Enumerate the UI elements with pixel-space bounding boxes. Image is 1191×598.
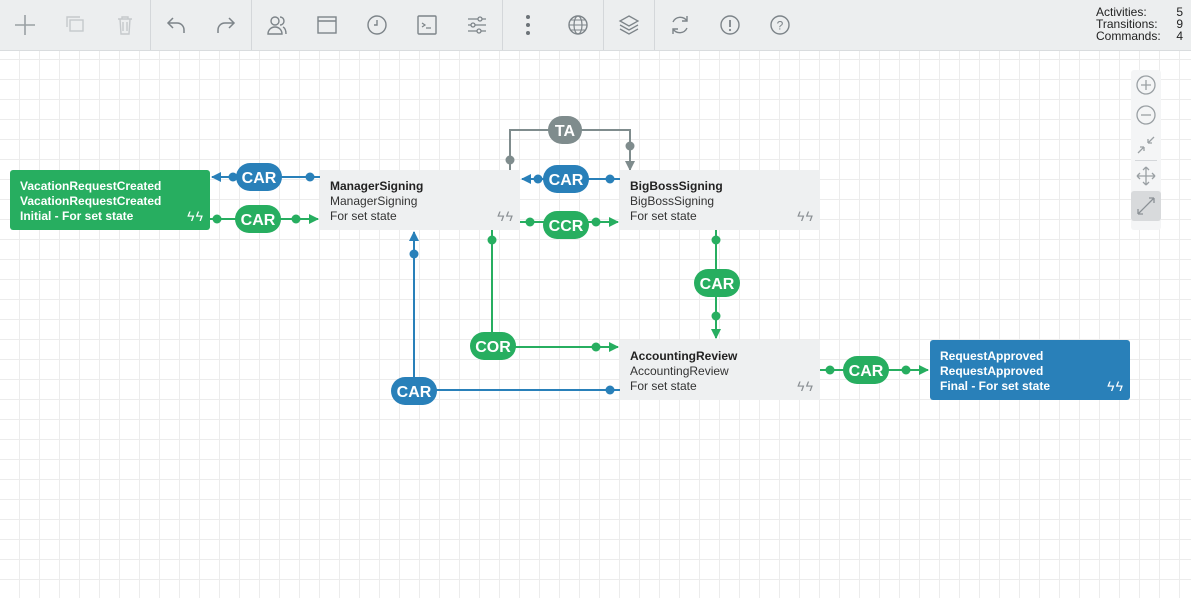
activity-name: ManagerSigning (330, 179, 424, 193)
transition-ccr-label: CCR (549, 218, 584, 235)
activity-info: Initial - For set state (20, 209, 134, 223)
activity-name: RequestApproved (940, 349, 1044, 363)
clock-icon[interactable] (352, 0, 402, 50)
layers-icon[interactable] (604, 0, 654, 50)
transition-car-down[interactable]: CAR (694, 230, 740, 339)
activity-info: For set state (630, 209, 697, 223)
activity-state: RequestApproved (940, 364, 1044, 378)
move-icon[interactable] (1131, 161, 1161, 191)
refresh-icon[interactable] (654, 0, 705, 50)
activity-vacation-request-created[interactable]: VacationRequestCreated VacationRequestCr… (10, 170, 210, 230)
activities-label: Activities: (1096, 5, 1147, 19)
transition-car-back-top-label: CAR (242, 170, 277, 187)
toolbar-group-settings (252, 0, 503, 50)
workflow-stats: Activities: 5 Transitions: 9 Commands: 4 (1096, 6, 1183, 42)
lightning-icon: ϟϟ (797, 208, 814, 224)
lightning-icon: ϟϟ (1107, 378, 1124, 394)
transition-car-forward-label: CAR (241, 212, 276, 229)
transition-car-bigboss-back-label: CAR (549, 172, 584, 189)
activity-manager-signing[interactable]: ManagerSigning ManagerSigning For set st… (320, 170, 520, 230)
alert-icon[interactable] (705, 0, 755, 50)
activity-accounting-review[interactable]: AccountingReview AccountingReview For se… (620, 340, 820, 400)
toolbar-group-more (503, 0, 604, 50)
transition-car-forward[interactable]: CAR (210, 205, 319, 233)
activities-count: 5 (1176, 5, 1183, 19)
transition-car-accounting-back[interactable]: CAR (391, 231, 620, 405)
transitions-label: Transitions: (1096, 17, 1158, 31)
toolbar-group-history (151, 0, 252, 50)
transition-ta-label: TA (555, 123, 576, 140)
transition-car-approve[interactable]: CAR (820, 356, 929, 384)
toolbar-group-view: ? (604, 0, 805, 50)
activity-name: AccountingReview (630, 349, 738, 363)
copy-icon[interactable] (50, 0, 100, 50)
commands-count: 4 (1176, 29, 1183, 43)
activity-info: For set state (330, 209, 397, 223)
activity-info: Final - For set state (940, 379, 1051, 393)
transition-car-approve-label: CAR (849, 363, 884, 380)
transition-cor[interactable]: COR (470, 230, 619, 360)
expand-icon[interactable] (1131, 191, 1161, 221)
activity-name: VacationRequestCreated (20, 179, 162, 193)
sliders-icon[interactable] (452, 0, 502, 50)
zoom-divider (1135, 160, 1157, 161)
toolbar: ? Activities: 5 Transitions: 9 Commands: 4 (0, 0, 1191, 51)
lightning-icon: ϟϟ (187, 208, 204, 224)
zoom-out-icon[interactable] (1131, 100, 1161, 130)
toolbar-group-edit (0, 0, 151, 50)
transition-ccr[interactable]: CCR (520, 211, 619, 239)
activity-bigboss-signing[interactable]: BigBossSigning BigBossSigning For set st… (620, 170, 820, 230)
activity-state: VacationRequestCreated (20, 194, 162, 208)
activity-request-approved[interactable]: RequestApproved RequestApproved Final - … (930, 340, 1130, 400)
transition-ta[interactable]: TA (505, 116, 635, 171)
lightning-icon: ϟϟ (797, 378, 814, 394)
terminal-icon[interactable] (402, 0, 452, 50)
zoom-in-icon[interactable] (1131, 70, 1161, 100)
zoom-controls (1131, 70, 1161, 230)
window-icon[interactable] (302, 0, 352, 50)
globe-icon[interactable] (553, 0, 603, 50)
transition-ta-badge[interactable] (548, 116, 582, 144)
activity-state: ManagerSigning (330, 194, 418, 208)
activity-info: For set state (630, 379, 697, 393)
redo-icon[interactable] (201, 0, 251, 50)
trash-icon[interactable] (100, 0, 150, 50)
transition-car-bigboss-back[interactable]: CAR (521, 165, 620, 193)
undo-icon[interactable] (151, 0, 201, 50)
actors-icon[interactable] (252, 0, 302, 50)
transition-cor-label: COR (475, 339, 511, 356)
plus-icon[interactable] (0, 0, 50, 50)
transition-car-accounting-back-label: CAR (397, 384, 432, 401)
svg-text:?: ? (777, 19, 784, 33)
transition-car-down-label: CAR (700, 276, 735, 293)
more-vertical-icon[interactable] (503, 0, 553, 50)
activity-name: BigBossSigning (630, 179, 723, 193)
activity-state: BigBossSigning (630, 194, 715, 208)
commands-label: Commands: (1096, 29, 1161, 43)
transitions-count: 9 (1176, 17, 1183, 31)
lightning-icon: ϟϟ (497, 208, 514, 224)
activity-state: AccountingReview (630, 364, 729, 378)
help-icon[interactable]: ? (755, 0, 805, 50)
shrink-icon[interactable] (1131, 130, 1161, 160)
transition-car-back-top[interactable]: CAR (211, 163, 320, 191)
